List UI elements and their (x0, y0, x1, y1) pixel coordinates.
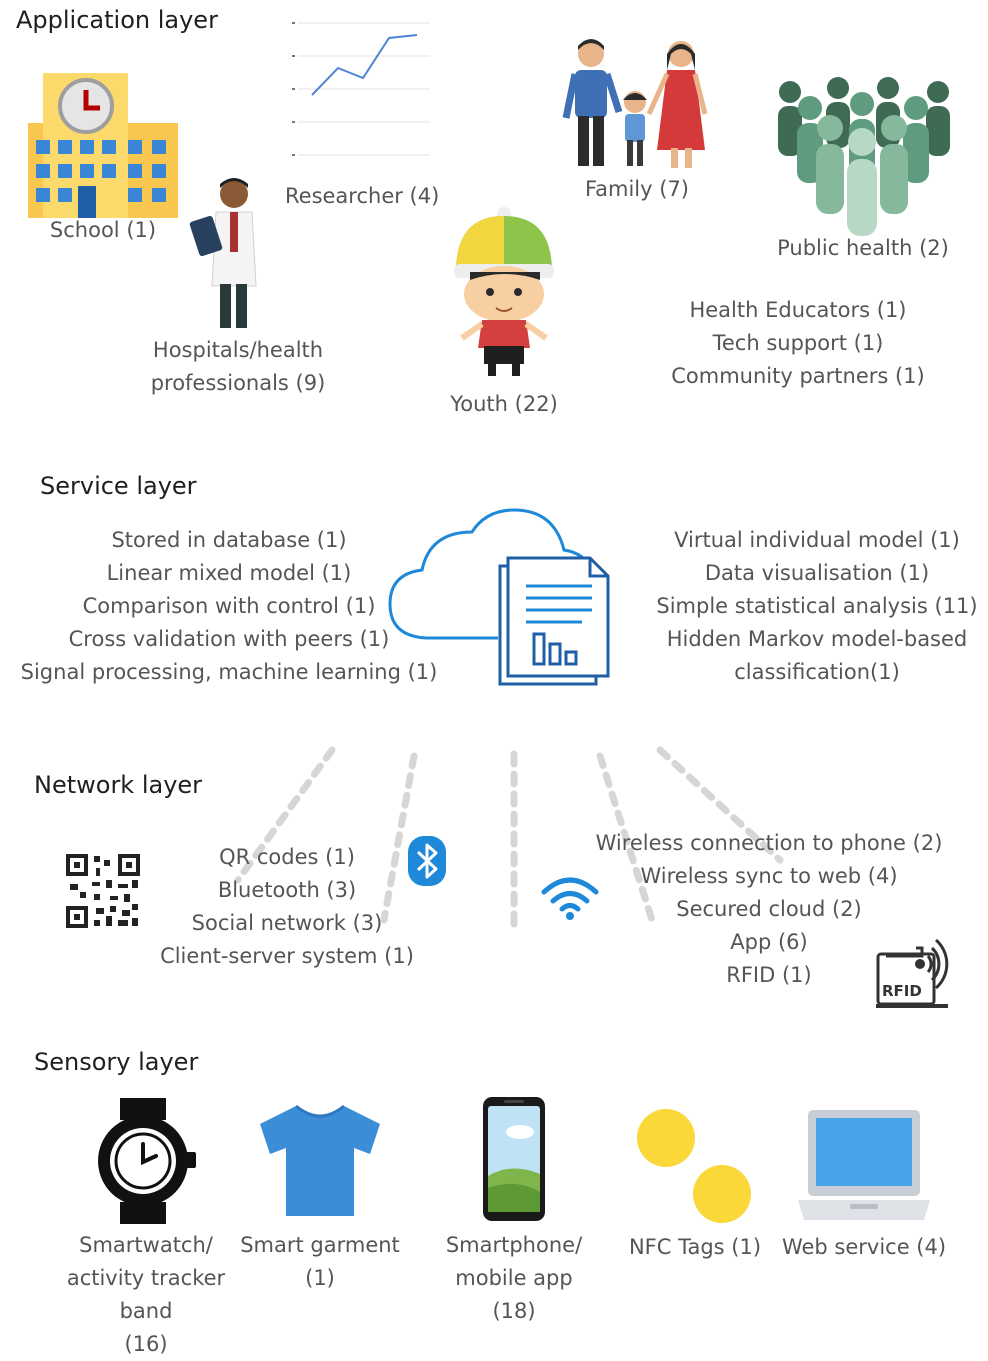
smartwatch-label-line: band (119, 1299, 173, 1323)
family-label: Family (7) (585, 177, 689, 201)
smartphone-icon (483, 1097, 545, 1221)
service-right-list: Virtual individual model (1) Data visual… (648, 524, 986, 689)
qr-code-icon (66, 854, 140, 928)
smartphone-label-line: mobile app (455, 1266, 573, 1290)
service-item: classification(1) (734, 660, 900, 684)
line-chart-icon (292, 22, 430, 156)
service-item: Comparison with control (1) (82, 594, 376, 618)
network-item: RFID (1) (726, 963, 812, 987)
smartwatch-label-line: Smartwatch/ (79, 1233, 213, 1257)
smartwatch-label: Smartwatch/ activity tracker band (16) (56, 1229, 236, 1361)
service-item: Simple statistical analysis (11) (656, 594, 978, 618)
school-label: School (1) (49, 218, 157, 242)
wifi-icon (541, 877, 599, 920)
other-stakeholder-item: Community partners (1) (671, 364, 925, 388)
network-item: Secured cloud (2) (676, 897, 862, 921)
garment-label: Smart garment (1) (226, 1229, 414, 1295)
service-item: Data visualisation (1) (704, 561, 930, 585)
service-left-list: Stored in database (1) Linear mixed mode… (10, 524, 448, 689)
rfid-badge-text: RFID (882, 982, 922, 1000)
smartwatch-label-line: (16) (124, 1332, 168, 1356)
sensory-layer-title: Sensory layer (34, 1048, 199, 1076)
service-item: Signal processing, machine learning (1) (20, 660, 438, 684)
network-left-list: QR codes (1) Bluetooth (3) Social networ… (140, 841, 434, 973)
family-icon (562, 39, 708, 168)
network-item: QR codes (1) (219, 845, 355, 869)
service-item: Hidden Markov model-based (666, 627, 968, 651)
child-icon (454, 207, 554, 376)
nfc-tag-icon (637, 1109, 751, 1223)
network-item: Client-server system (1) (160, 944, 414, 968)
network-item: Bluetooth (3) (217, 878, 357, 902)
smartphone-label-line: Smartphone/ (445, 1233, 583, 1257)
hospitals-label-line-1: Hospitals/health (152, 338, 324, 362)
network-layer-title: Network layer (34, 771, 203, 799)
service-item: Stored in database (1) (111, 528, 347, 552)
web-service-label: Web service (4) (781, 1235, 947, 1259)
service-item: Virtual individual model (1) (674, 528, 960, 552)
service-item: Cross validation with peers (1) (68, 627, 390, 651)
other-stakeholder-item: Health Educators (1) (689, 298, 907, 322)
public-health-label: Public health (2) (777, 236, 949, 260)
network-item: Wireless sync to web (4) (640, 864, 898, 888)
researcher-label: Researcher (4) (285, 184, 440, 208)
rfid-icon: RFID (876, 938, 949, 1008)
tshirt-icon (260, 1104, 380, 1216)
smartwatch-icon (98, 1098, 196, 1224)
nfc-label: NFC Tags (1) (628, 1235, 762, 1259)
laptop-icon (798, 1110, 930, 1220)
hospitals-label-line-2: professionals (9) (150, 371, 326, 395)
application-layer-title: Application layer (16, 6, 218, 34)
network-item: App (6) (730, 930, 808, 954)
service-item: Linear mixed model (1) (106, 561, 352, 585)
smartphone-label: Smartphone/ mobile app (18) (428, 1229, 600, 1328)
garment-label-line: Smart garment (240, 1233, 400, 1257)
network-item: Social network (3) (191, 911, 383, 935)
smartphone-label-line: (18) (492, 1299, 536, 1323)
youth-label: Youth (22) (450, 392, 558, 416)
doctor-icon (189, 178, 257, 328)
other-stakeholder-item: Tech support (1) (712, 331, 884, 355)
cloud-document-icon (388, 508, 610, 686)
smartwatch-label-line: activity tracker (66, 1266, 226, 1290)
garment-label-line: (1) (305, 1266, 335, 1290)
crowd-icon (778, 77, 950, 236)
network-item: Wireless connection to phone (2) (595, 831, 943, 855)
service-layer-title: Service layer (40, 472, 197, 500)
bluetooth-icon (408, 836, 446, 886)
hospitals-label: Hospitals/health professionals (9) (118, 334, 358, 400)
school-icon (28, 73, 178, 218)
other-stakeholders-list: Health Educators (1) Tech support (1) Co… (648, 294, 948, 393)
network-right-list: Wireless connection to phone (2) Wireles… (588, 827, 950, 992)
